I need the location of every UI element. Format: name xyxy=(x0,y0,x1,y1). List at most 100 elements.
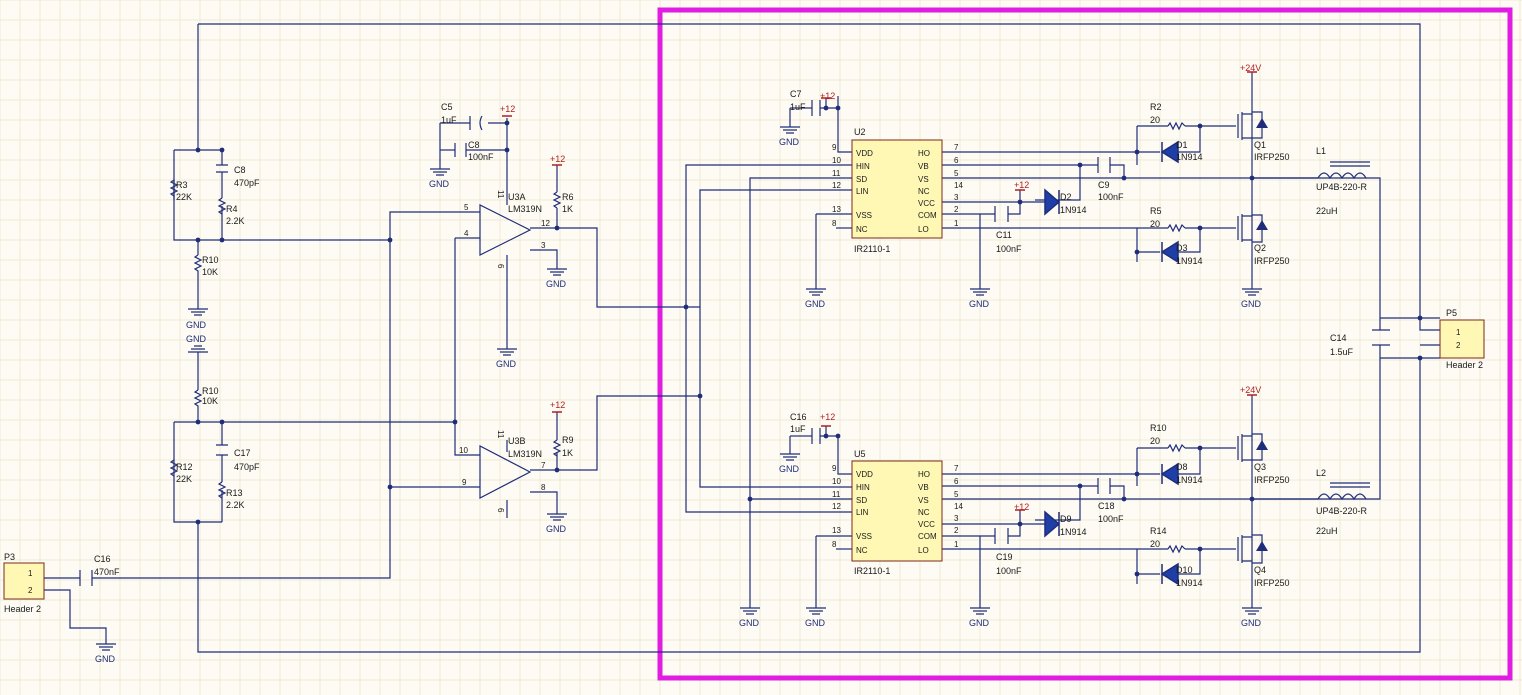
r3-value: 22K xyxy=(176,192,192,202)
u3b-pin-gnd: 8 xyxy=(541,483,546,492)
d10-value: 1N914 xyxy=(1176,578,1203,588)
l2-label: L2 xyxy=(1316,468,1326,478)
junction-dot xyxy=(219,237,225,243)
u3a-pin-vcc: 11 xyxy=(496,190,505,199)
c11-label: C11 xyxy=(996,230,1012,240)
junction-dot xyxy=(697,393,703,399)
c7-label: C7 xyxy=(790,89,802,99)
c5-label: C5 xyxy=(441,102,453,112)
r10-lower-resistor xyxy=(193,389,203,410)
plus24-top-label: +24V xyxy=(1240,63,1261,73)
gnd-text: GND xyxy=(805,299,826,309)
c8-100nf-label: C8 xyxy=(468,140,480,150)
gate-resistors xyxy=(1167,121,1186,554)
u2-pin-num: 12 xyxy=(832,181,841,190)
u5-pin-ho: HO xyxy=(918,470,930,479)
l1-inductance: 22uH xyxy=(1316,206,1338,216)
p5-header xyxy=(1439,319,1485,359)
r4-resistor xyxy=(217,197,227,215)
junction-dots xyxy=(195,105,1423,577)
u5-pin-hin: HIN xyxy=(856,483,870,492)
l1-label: L1 xyxy=(1316,146,1326,156)
q1-value: IRFP250 xyxy=(1254,152,1290,162)
c19-label: C19 xyxy=(996,552,1013,562)
u2-pin-num: 5 xyxy=(954,169,959,178)
r14-resistor xyxy=(1167,544,1186,554)
junction-dot xyxy=(1134,249,1140,255)
plus12-c7-label: +12 xyxy=(820,91,835,101)
u5-pin-num: 14 xyxy=(954,502,963,511)
gnd-text: GND xyxy=(779,137,800,147)
c8-100nf-capacitor xyxy=(454,143,467,157)
c11-capacitor xyxy=(994,206,1009,222)
junction-dot xyxy=(387,237,393,243)
junction-dot xyxy=(1077,162,1083,168)
u5-pin-num: 9 xyxy=(832,464,837,473)
driver-capacitors xyxy=(811,100,1390,544)
r12-resistor xyxy=(169,459,179,477)
c14-capacitor xyxy=(1372,329,1390,346)
u3a-pin-vee: 6 xyxy=(496,264,505,269)
junction-dot xyxy=(747,496,753,502)
c5-capacitor xyxy=(469,115,483,131)
c8-100nf-value: 100nF xyxy=(468,152,494,162)
r10-gate-resistor xyxy=(1167,443,1186,453)
d3-diode xyxy=(1160,240,1179,264)
junction-dot xyxy=(1121,175,1127,181)
u5-pin-vs: VS xyxy=(918,496,929,505)
junction-dot xyxy=(195,237,201,243)
r10-upper-value: 10K xyxy=(202,267,218,277)
u5-pin-lin: LIN xyxy=(856,508,869,517)
r12-label: R12 xyxy=(176,462,193,472)
junction-dot xyxy=(1249,496,1255,502)
r12-value: 22K xyxy=(176,474,192,484)
r13-value: 2.2K xyxy=(226,500,245,510)
r9-value: 1K xyxy=(562,448,573,458)
l1-value: UP4B-220-R xyxy=(1316,182,1368,192)
c19-value: 100nF xyxy=(996,566,1022,576)
q1-mosfet xyxy=(1230,110,1268,140)
u2-pin-nc: NC xyxy=(918,187,930,196)
c16-bypass-label: C16 xyxy=(790,412,807,422)
labels: C5 1uF C8 100nF +12 C8 470pF R3 22K R4 2… xyxy=(4,63,1483,614)
q4-value: IRFP250 xyxy=(1254,578,1290,588)
junction-dot xyxy=(823,105,829,111)
u5-pin-num: 13 xyxy=(832,526,841,535)
gnd-symbol: GND xyxy=(496,345,517,369)
left-wires xyxy=(34,23,1421,653)
p3-header xyxy=(3,562,45,600)
u2-pin-num: 14 xyxy=(954,181,963,190)
gnd-text: GND xyxy=(969,618,990,628)
r2-label: R2 xyxy=(1150,102,1162,112)
c16-bypass-capacitor xyxy=(811,428,821,444)
junction-dot xyxy=(554,225,560,231)
u3b-pin-plus: 9 xyxy=(462,478,467,487)
c8-470pf-label: C8 xyxy=(234,165,246,175)
plus12-u3-label: +12 xyxy=(500,104,515,114)
c11-value: 100nF xyxy=(996,244,1022,254)
plus12-d2-label: +12 xyxy=(1014,180,1029,190)
c19-capacitor xyxy=(994,528,1009,544)
gnd-symbol: GND xyxy=(969,285,990,309)
r3-label: R3 xyxy=(176,180,188,190)
u5-pin-nc: NC xyxy=(856,546,868,555)
junction-dot xyxy=(195,519,201,525)
r5-label: R5 xyxy=(1150,206,1162,216)
u5-pin-sd: SD xyxy=(856,496,867,505)
gnd-label-upper: GND xyxy=(186,320,207,330)
r14-value: 20 xyxy=(1150,539,1160,549)
r10-upper-label: R10 xyxy=(202,255,219,265)
u5-pin-lo: LO xyxy=(918,546,929,555)
p3-label: P3 xyxy=(4,552,15,562)
u2-pin-lin: LIN xyxy=(856,187,869,196)
u5-pin-vcc: VCC xyxy=(918,520,935,529)
comparator-u3b xyxy=(470,445,534,499)
c18-capacitor xyxy=(1097,478,1111,494)
ir2110-pin-labels: VDD9HIN10SD11LIN12VSS13NC8HO7VB6VS5NC14V… xyxy=(832,143,963,555)
r2-value: 20 xyxy=(1150,115,1160,125)
gnd-symbol: GND xyxy=(546,265,567,289)
d10-label: D10 xyxy=(1176,565,1193,575)
r13-label: R13 xyxy=(226,488,243,498)
u5-pin-num: 2 xyxy=(954,526,959,535)
d1-label: D1 xyxy=(1176,140,1188,150)
